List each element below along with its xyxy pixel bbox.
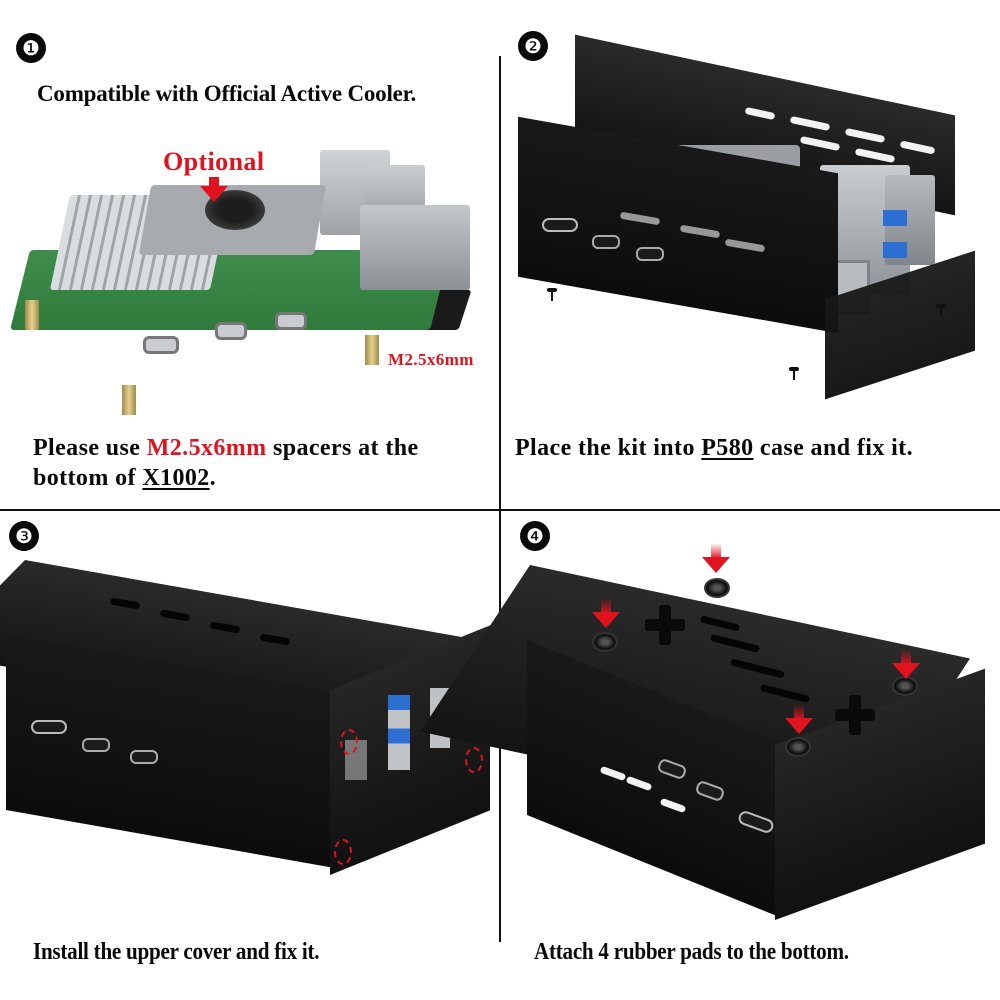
- product-code-p580: P580: [701, 435, 754, 461]
- rubber-pad: [704, 578, 730, 598]
- screw-icon: [936, 304, 946, 318]
- optional-label: Optional: [163, 147, 265, 176]
- step-1-caption: Please use M2.5x6mm spacers at the botto…: [33, 435, 419, 491]
- horizontal-divider: [0, 509, 1000, 511]
- raspberry-pi-active-cooler-photo: [0, 0, 500, 420]
- red-down-arrow-icon: [785, 718, 813, 734]
- step-3-caption: Install the upper cover and fix it.: [33, 939, 320, 965]
- optional-arrow-icon-head: [200, 186, 228, 202]
- spacer-size-label: M2.5x6mm: [388, 350, 474, 369]
- step-number-badge: ❶: [16, 33, 46, 63]
- step-number-badge: ❹: [520, 521, 550, 551]
- rubber-pad: [892, 676, 918, 696]
- step-number-badge: ❸: [9, 521, 39, 551]
- screw-icon: [547, 288, 557, 302]
- optional-arrow-icon: [209, 177, 219, 187]
- red-down-arrow-icon: [592, 612, 620, 628]
- red-down-arrow-icon: [892, 663, 920, 679]
- screw-highlight-ring: [334, 839, 352, 865]
- step-2-caption: Place the kit into P580 case and fix it.: [515, 435, 913, 461]
- open-case-with-board-photo: [500, 34, 1000, 400]
- product-code-x1002: X1002: [142, 465, 210, 491]
- spacer-size-highlight: M2.5x6mm: [146, 435, 267, 461]
- step-number-badge: ❷: [518, 31, 548, 61]
- step-4-caption: Attach 4 rubber pads to the bottom.: [534, 939, 849, 965]
- case-bottom-rubber-pads-photo: [420, 540, 1000, 920]
- red-down-arrow-icon: [702, 557, 730, 573]
- screw-icon: [789, 367, 799, 381]
- rubber-pad: [592, 632, 618, 652]
- panel-heading: Compatible with Official Active Cooler.: [37, 81, 417, 106]
- rubber-pad: [785, 737, 811, 757]
- screw-highlight-ring: [340, 729, 358, 755]
- screw-highlight-ring: [465, 747, 483, 773]
- vertical-divider: [499, 56, 501, 942]
